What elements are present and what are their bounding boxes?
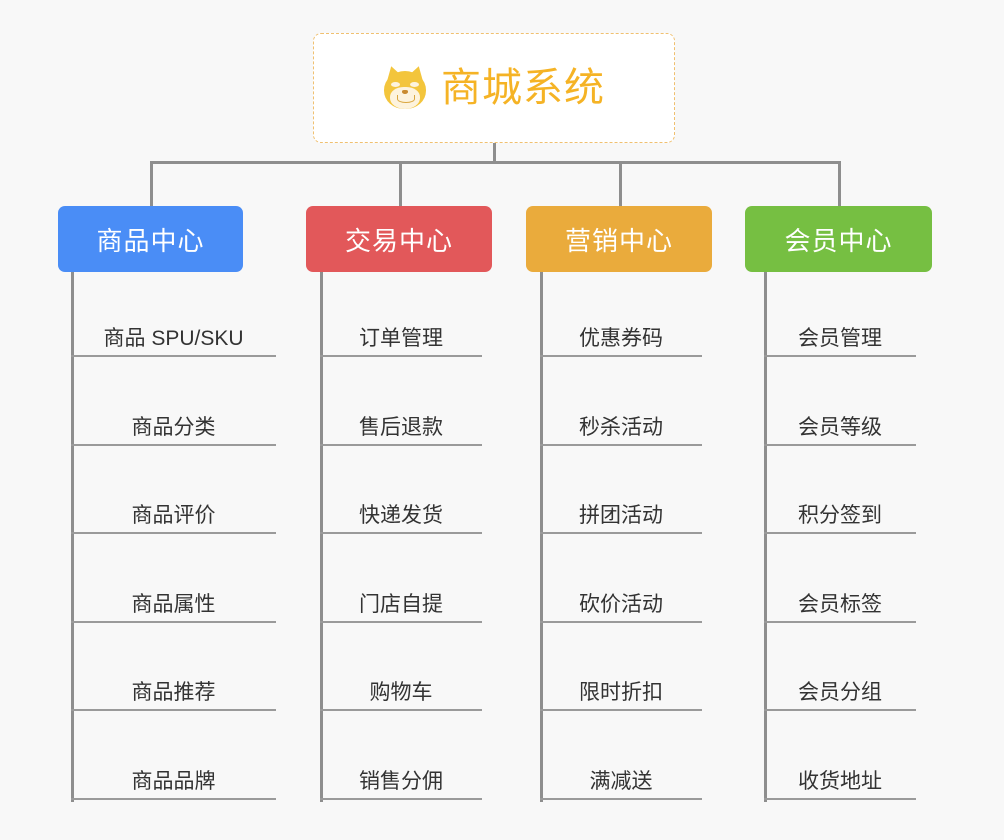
leaf-item[interactable]: 收货地址 xyxy=(764,744,916,800)
leaf-item-label: 商品 SPU/SKU xyxy=(103,327,244,350)
leaf-item-label: 门店自提 xyxy=(359,592,443,616)
leaf-item[interactable]: 拼团活动 xyxy=(540,478,702,535)
root-node[interactable]: 商城系统 xyxy=(313,33,675,143)
leaf-item-label: 会员标签 xyxy=(798,592,882,616)
leaf-item[interactable]: 会员标签 xyxy=(764,567,916,623)
connector-drop-4 xyxy=(838,161,841,209)
leaf-item-label: 商品评价 xyxy=(131,504,216,528)
category-header-4[interactable]: 会员中心 xyxy=(745,206,932,272)
leaf-item[interactable]: 会员分组 xyxy=(764,655,916,712)
leaf-item[interactable]: 商品评价 xyxy=(71,478,276,535)
leaf-item[interactable]: 限时折扣 xyxy=(540,655,702,712)
leaf-item-label: 秒杀活动 xyxy=(579,415,663,439)
leaf-item-label: 商品属性 xyxy=(131,592,216,616)
leaf-item[interactable]: 商品 SPU/SKU xyxy=(71,301,276,357)
leaf-item-label: 收货地址 xyxy=(798,770,882,793)
leaf-item[interactable]: 满减送 xyxy=(540,744,702,800)
category-header-label: 会员中心 xyxy=(784,225,893,256)
leaf-item-label: 销售分佣 xyxy=(359,770,443,793)
leaf-item[interactable]: 订单管理 xyxy=(320,301,482,357)
category-header-label: 商品中心 xyxy=(96,225,205,256)
category-header-label: 交易中心 xyxy=(344,225,453,256)
leaf-item[interactable]: 秒杀活动 xyxy=(540,390,702,446)
leaf-item[interactable]: 会员等级 xyxy=(764,390,916,446)
leaf-item[interactable]: 门店自提 xyxy=(320,567,482,623)
shiba-inu-icon xyxy=(383,64,427,110)
category-header-label: 营销中心 xyxy=(564,225,673,256)
leaf-item-label: 会员等级 xyxy=(798,415,882,439)
leaf-item-label: 快递发货 xyxy=(359,504,443,528)
leaf-item-label: 会员分组 xyxy=(798,681,882,705)
leaf-item[interactable]: 商品品牌 xyxy=(71,744,276,800)
connector-horizontal-bus xyxy=(150,161,841,164)
leaf-item-label: 砍价活动 xyxy=(579,592,663,616)
leaf-item[interactable]: 砍价活动 xyxy=(540,567,702,623)
category-trunk-2 xyxy=(320,272,323,802)
leaf-item-label: 拼团活动 xyxy=(579,504,663,528)
leaf-item[interactable]: 优惠券码 xyxy=(540,301,702,357)
leaf-item[interactable]: 商品属性 xyxy=(71,567,276,623)
leaf-item[interactable]: 售后退款 xyxy=(320,390,482,446)
connector-drop-3 xyxy=(619,161,622,209)
leaf-item[interactable]: 积分签到 xyxy=(764,478,916,535)
category-trunk-3 xyxy=(540,272,543,802)
leaf-item-label: 满减送 xyxy=(589,770,653,793)
leaf-item-label: 优惠券码 xyxy=(579,327,663,350)
leaf-item[interactable]: 会员管理 xyxy=(764,301,916,357)
leaf-item-label: 商品推荐 xyxy=(131,681,216,705)
connector-drop-1 xyxy=(150,161,153,209)
leaf-item-label: 售后退款 xyxy=(359,415,443,439)
root-title: 商城系统 xyxy=(441,66,605,110)
leaf-item-label: 购物车 xyxy=(369,681,433,705)
leaf-item[interactable]: 购物车 xyxy=(320,655,482,712)
leaf-item[interactable]: 快递发货 xyxy=(320,478,482,535)
category-header-3[interactable]: 营销中心 xyxy=(526,206,712,272)
connector-root-stem xyxy=(493,143,496,164)
leaf-item[interactable]: 销售分佣 xyxy=(320,744,482,800)
leaf-item-label: 商品分类 xyxy=(131,415,216,439)
leaf-item[interactable]: 商品分类 xyxy=(71,390,276,446)
category-header-1[interactable]: 商品中心 xyxy=(58,206,243,272)
category-header-2[interactable]: 交易中心 xyxy=(306,206,492,272)
leaf-item-label: 商品品牌 xyxy=(131,770,216,793)
leaf-item-label: 订单管理 xyxy=(359,327,443,350)
leaf-item-label: 会员管理 xyxy=(798,327,882,350)
leaf-item-label: 积分签到 xyxy=(798,504,882,528)
connector-drop-2 xyxy=(399,161,402,209)
category-trunk-4 xyxy=(764,272,767,802)
category-trunk-1 xyxy=(71,272,74,802)
leaf-item-label: 限时折扣 xyxy=(579,681,663,705)
leaf-item[interactable]: 商品推荐 xyxy=(71,655,276,712)
